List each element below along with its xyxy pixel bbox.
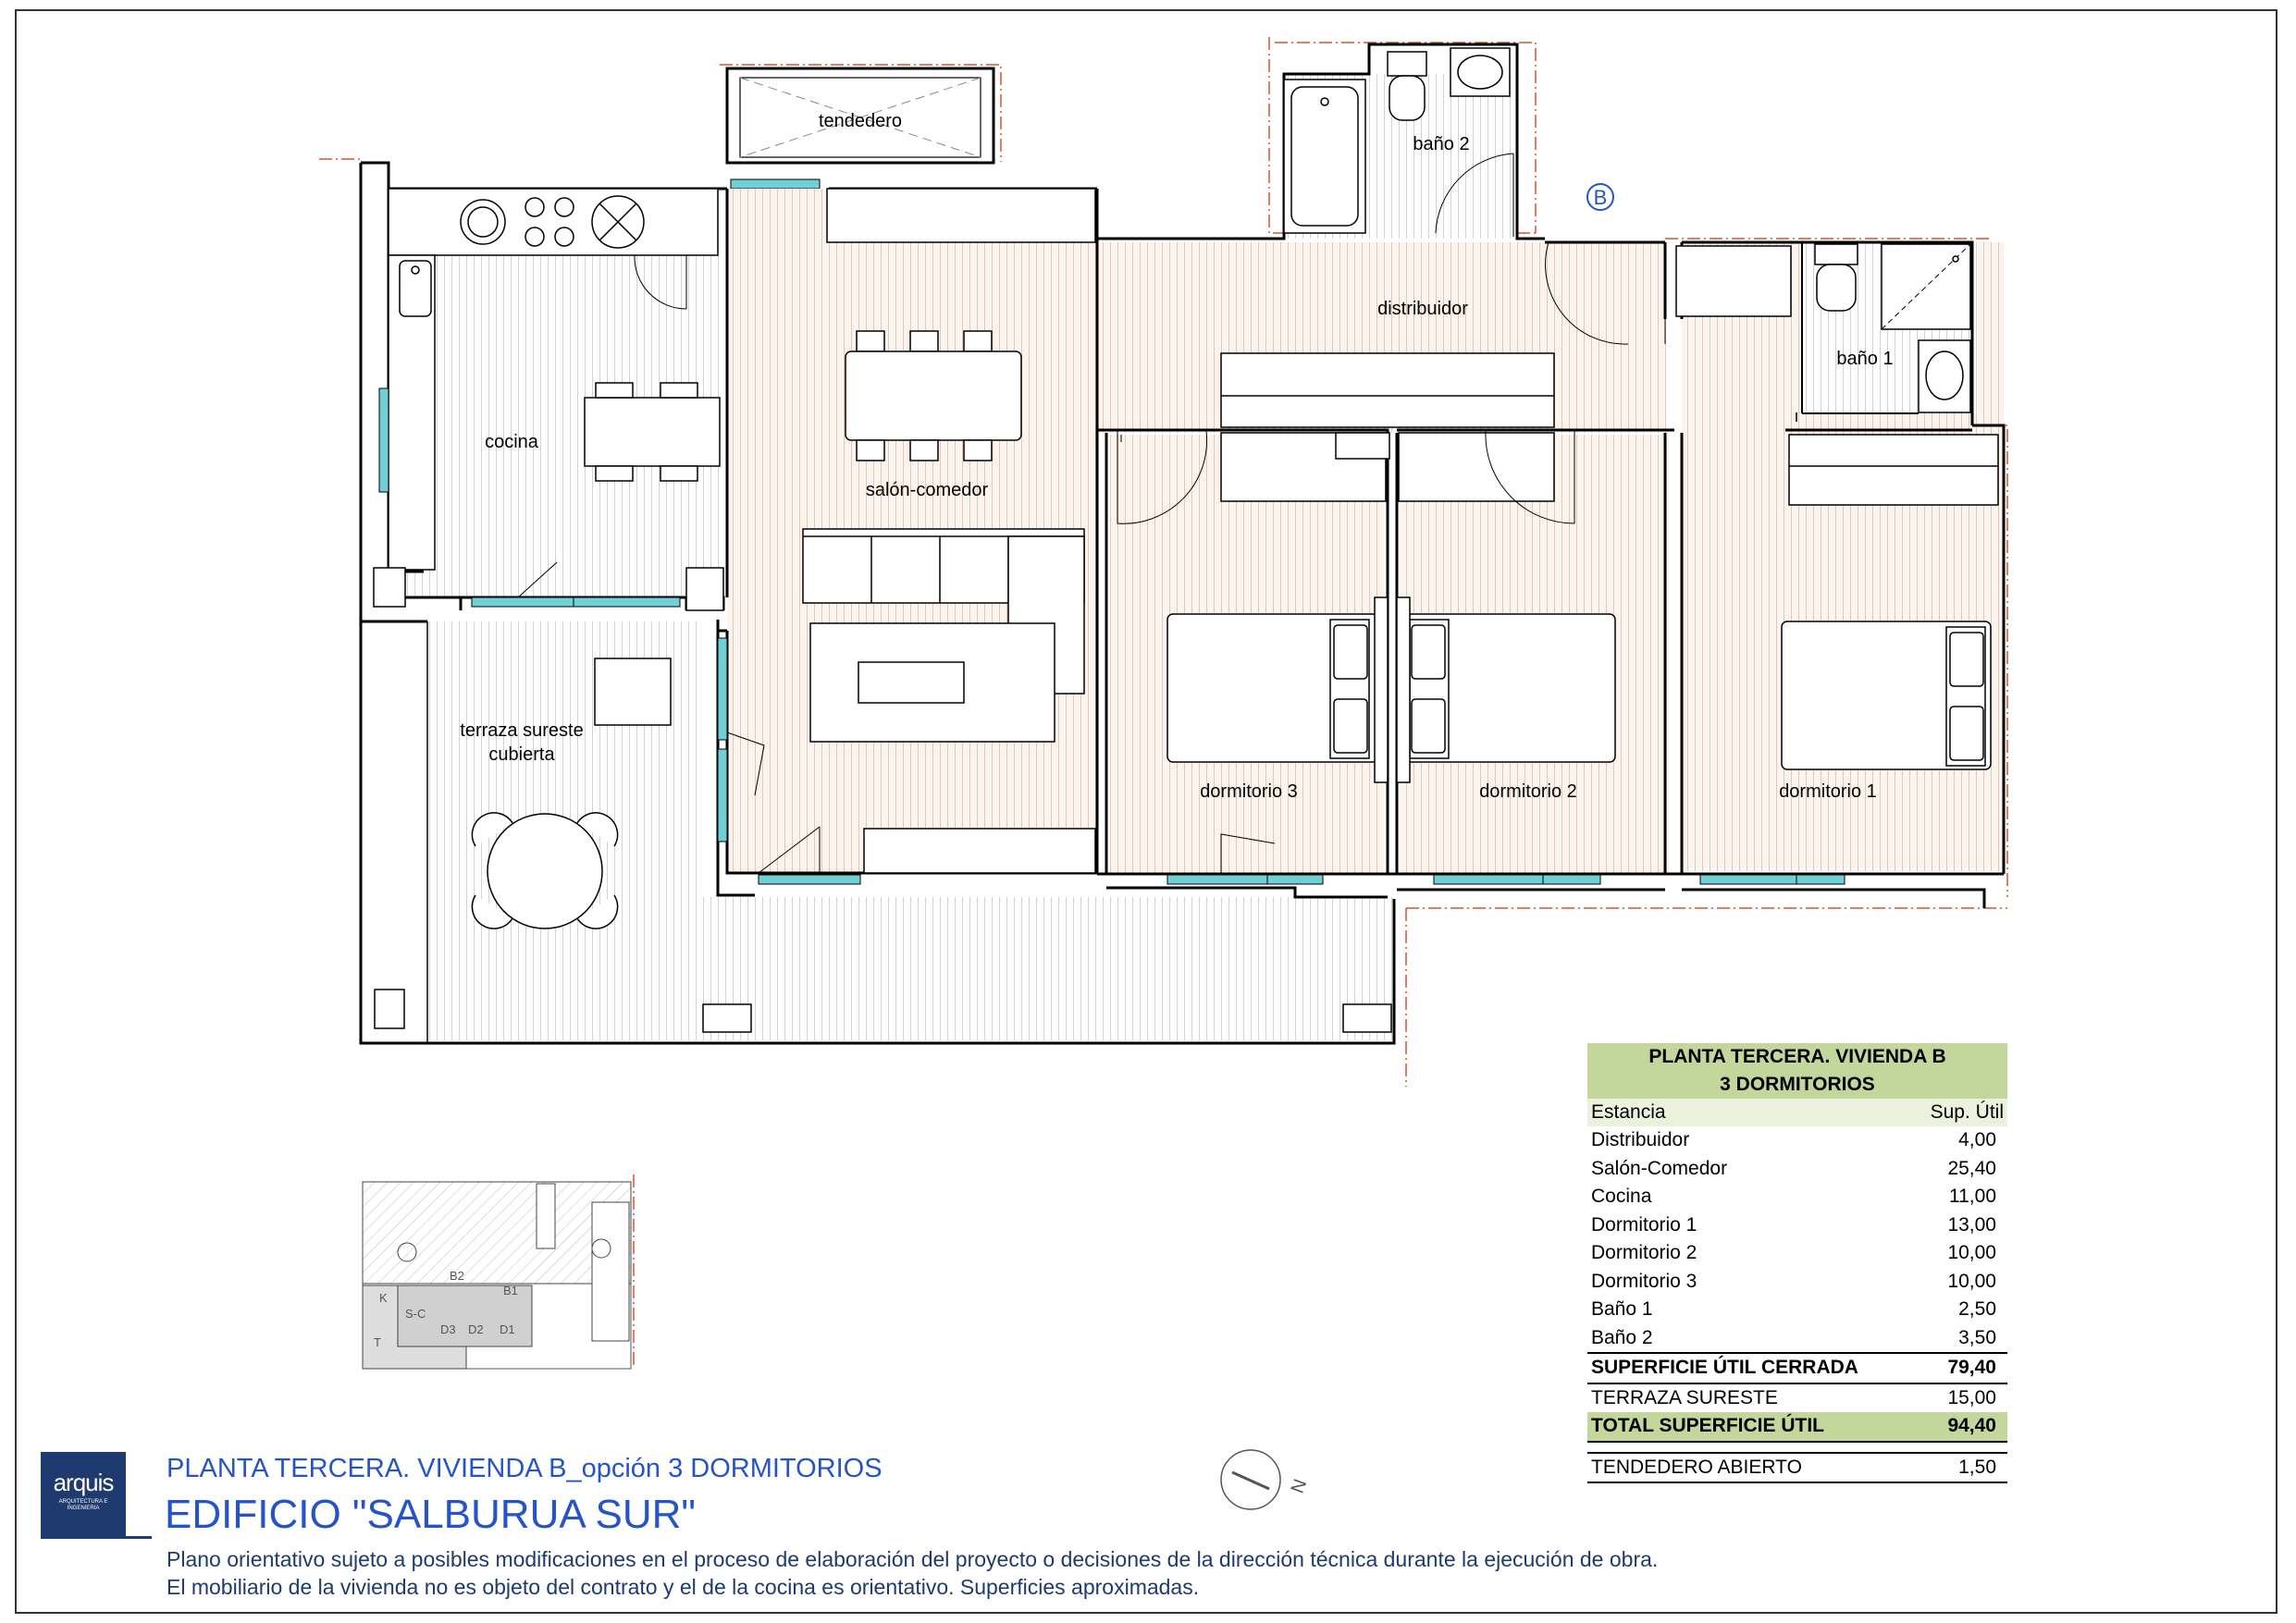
col-sup-util: Sup. Útil <box>1930 1101 2004 1123</box>
keyplan-label-sc: S-C <box>405 1307 426 1321</box>
label-terraza-1: terraza sureste <box>460 720 583 741</box>
key-plan: K S-C D3 D2 D1 T B2 B1 <box>362 1181 632 1370</box>
area-row-room: Dormitorio 3 <box>1591 1270 1697 1292</box>
logo-underline <box>41 1536 152 1539</box>
label-terraza-2: cubierta <box>488 744 555 765</box>
drying-area <box>725 67 995 190</box>
label-dormitorio-1: dormitorio 1 <box>1779 781 1877 802</box>
arquis-logo: arquis ARQUITECTURA E INGENIERIA <box>41 1452 126 1537</box>
area-row-value: 13,00 <box>1947 1213 1996 1236</box>
plan-subtitle: PLANTA TERCERA. VIVIENDA B_opción 3 DORM… <box>167 1454 883 1483</box>
beds <box>1167 596 1992 783</box>
area-row-value: 3,50 <box>1958 1326 1996 1348</box>
keyplan-label-b1: B1 <box>503 1284 518 1297</box>
sheet-frame <box>15 9 2277 1614</box>
closets <box>1220 352 1999 506</box>
terrace-area <box>359 620 1396 1045</box>
label-cocina: cocina <box>485 432 539 452</box>
label-bano-1: baño 1 <box>1836 349 1893 369</box>
area-row-value: 25,40 <box>1947 1157 1996 1179</box>
label-bano-2: baño 2 <box>1413 134 1469 154</box>
label-dormitorio-3: dormitorio 3 <box>1200 781 1298 802</box>
area-row-room: Dormitorio 1 <box>1591 1213 1697 1236</box>
label-dormitorio-2: dormitorio 2 <box>1479 781 1577 802</box>
bedroom-doors <box>1117 429 1575 873</box>
area-row-value: 4,00 <box>1958 1129 1996 1150</box>
total-area-row: TOTAL SUPERFICIE ÚTIL 94,40 <box>1587 1412 2007 1443</box>
windows <box>378 387 1845 885</box>
area-row: Dormitorio 3 10,00 <box>1587 1268 2007 1297</box>
area-row-value: 11,00 <box>1949 1186 1996 1207</box>
round-table <box>471 812 619 929</box>
area-table-column-headers: Estancia Sup. Útil <box>1587 1099 2007 1126</box>
area-row-value: 10,00 <box>1947 1242 1996 1263</box>
unit-marker: B <box>1586 183 1614 211</box>
area-row-room: Dormitorio 2 <box>1591 1242 1697 1263</box>
area-row: Dormitorio 2 10,00 <box>1587 1239 2007 1268</box>
bathroom-2 <box>1283 47 1514 237</box>
area-row: Distribuidor 4,00 <box>1587 1126 2007 1155</box>
area-table: PLANTA TERCERA. VIVIENDA B 3 DORMITORIOS… <box>1587 1043 2007 1483</box>
keyplan-label-d3: D3 <box>440 1322 456 1336</box>
building-title: EDIFICIO "SALBURUA SUR" <box>165 1492 697 1537</box>
area-row-room: Salón-Comedor <box>1591 1157 1728 1179</box>
area-table-header: PLANTA TERCERA. VIVIENDA B 3 DORMITORIOS <box>1587 1043 2007 1099</box>
north-arrow: N <box>1220 1449 1312 1510</box>
area-row: Dormitorio 1 13,00 <box>1587 1211 2007 1240</box>
area-row-value: 2,50 <box>1958 1298 1996 1320</box>
kitchen <box>373 188 724 611</box>
keyplan-label-k: K <box>379 1291 388 1305</box>
living-furniture <box>726 188 1096 874</box>
area-row: Cocina 11,00 <box>1587 1183 2007 1211</box>
area-row-value: 10,00 <box>1947 1270 1996 1292</box>
label-salon-comedor: salón-comedor <box>866 480 989 500</box>
north-label: N <box>1288 1477 1312 1496</box>
disclaimer-line-2: El mobiliario de la vivienda no es objet… <box>167 1575 1200 1599</box>
area-row: Baño 1 2,50 <box>1587 1296 2007 1324</box>
terrace-row: TERRAZA SURESTE 15,00 <box>1591 1386 1996 1408</box>
keyplan-label-t: T <box>374 1335 381 1349</box>
label-distribuidor: distribuidor <box>1377 299 1468 319</box>
svg-text:B: B <box>1594 186 1608 209</box>
col-estancia: Estancia <box>1591 1101 1666 1123</box>
room-labels: tendedero baño 2 distribuidor baño 1 coc… <box>460 111 1893 802</box>
area-row: Baño 2 3,50 <box>1587 1324 2007 1353</box>
area-row-room: Cocina <box>1591 1186 1652 1207</box>
drying-area-row: TENDEDERO ABIERTO 1,50 <box>1587 1451 2007 1483</box>
area-row: Salón-Comedor 25,40 <box>1587 1155 2007 1184</box>
keyplan-label-b2: B2 <box>450 1269 464 1283</box>
bathroom-1 <box>1545 241 1971 422</box>
area-row-room: Baño 1 <box>1591 1298 1653 1320</box>
keyplan-label-d1: D1 <box>500 1322 515 1336</box>
disclaimer-line-1: Plano orientativo sujeto a posibles modi… <box>167 1547 1659 1571</box>
keyplan-label-d2: D2 <box>468 1322 484 1336</box>
label-tendedero: tendedero <box>819 111 902 131</box>
area-row-room: Baño 2 <box>1591 1326 1653 1348</box>
area-row-room: Distribuidor <box>1591 1129 1690 1150</box>
closed-area-row: SUPERFICIE ÚTIL CERRADA 79,40 <box>1587 1352 2007 1384</box>
